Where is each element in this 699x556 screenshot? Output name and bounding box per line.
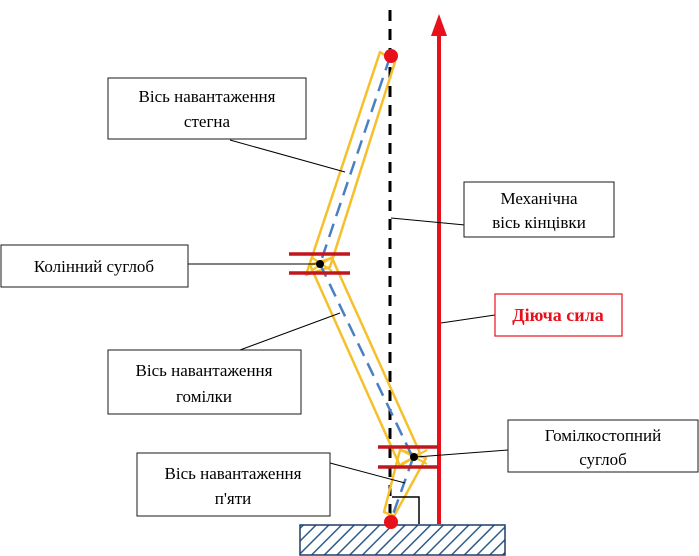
shin-axis-label-line1: Вісь навантаження [136, 361, 273, 380]
hip-point [384, 49, 398, 63]
acting-force-label: Діюча сила [494, 293, 623, 337]
thigh-load-axis [318, 56, 392, 265]
knee-joint-label-text: Колінний суглоб [34, 257, 154, 276]
mechanical-axis-leader [390, 217, 466, 226]
heel-axis-label-line1: Вісь навантаження [165, 464, 302, 483]
mechanical-axis-label-line1: Механічна [500, 189, 578, 208]
heel-axis-leader [329, 462, 406, 484]
shin-axis-leader [239, 312, 341, 351]
acting-force-leader [440, 314, 496, 324]
knee-joint-center [316, 260, 324, 268]
ankle-joint-label-line2: суглоб [579, 450, 627, 469]
shin-load-axis [318, 263, 415, 459]
mechanical-axis-label: Механічна вісь кінцівки [463, 181, 615, 238]
heel-axis-label: Вісь навантаження п'яти [136, 452, 331, 517]
ground-plate [299, 524, 506, 556]
ankle-joint-label-line1: Гомілкостопний [545, 426, 661, 445]
ankle-joint-center [410, 453, 418, 461]
shin-axis-label: Вісь навантаження гомілки [107, 349, 302, 415]
mechanical-axis-label-line2: вісь кінцівки [492, 213, 586, 232]
shin-axis-label-line2: гомілки [176, 387, 232, 406]
thigh-axis-label-line1: Вісь навантаження [139, 87, 276, 106]
heel-axis-label-line2: п'яти [215, 489, 252, 508]
thigh-axis-leader [229, 139, 346, 173]
ankle-joint-leader [415, 449, 509, 458]
shin-bone-outline [308, 256, 422, 468]
ankle-joint-label: Гомілкостопний суглоб [507, 419, 699, 473]
knee-joint-label: Колінний суглоб [0, 244, 189, 288]
heel-point [384, 515, 398, 529]
acting-force-arrowhead [431, 14, 447, 36]
acting-force-label-text: Діюча сила [512, 305, 604, 325]
right-angle-mark [392, 496, 420, 524]
thigh-axis-label: Вісь навантаження стегна [107, 77, 307, 140]
thigh-axis-label-line2: стегна [184, 112, 231, 131]
